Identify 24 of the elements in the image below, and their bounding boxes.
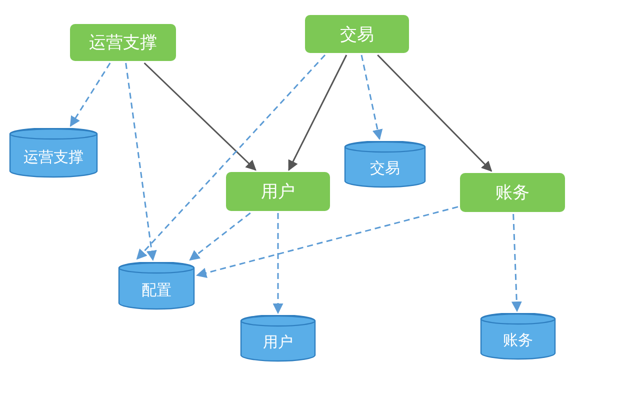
node-label: 用户 — [261, 181, 295, 203]
node-label: 账务 — [496, 182, 530, 204]
arrow — [377, 54, 492, 172]
arrow — [125, 62, 157, 262]
node-label: 交易 — [340, 24, 374, 46]
arrow — [511, 214, 522, 312]
node-label: 运营支撑 — [24, 148, 84, 166]
node-label: 用户 — [263, 333, 293, 352]
arrow — [189, 212, 251, 261]
arrow — [70, 62, 111, 127]
node-label: 配置 — [142, 280, 172, 300]
arrow — [288, 54, 348, 171]
node-label: 交易 — [370, 159, 400, 178]
arrow — [360, 54, 383, 140]
service-box — [460, 173, 565, 212]
node-label: 运营支撑 — [89, 32, 157, 54]
arrow — [196, 206, 458, 278]
service-box — [226, 172, 330, 211]
arrow — [144, 62, 256, 171]
service-box — [305, 15, 409, 53]
arrow — [272, 213, 284, 314]
service-box — [70, 24, 176, 61]
node-label: 账务 — [503, 331, 533, 350]
arrow — [136, 54, 326, 260]
